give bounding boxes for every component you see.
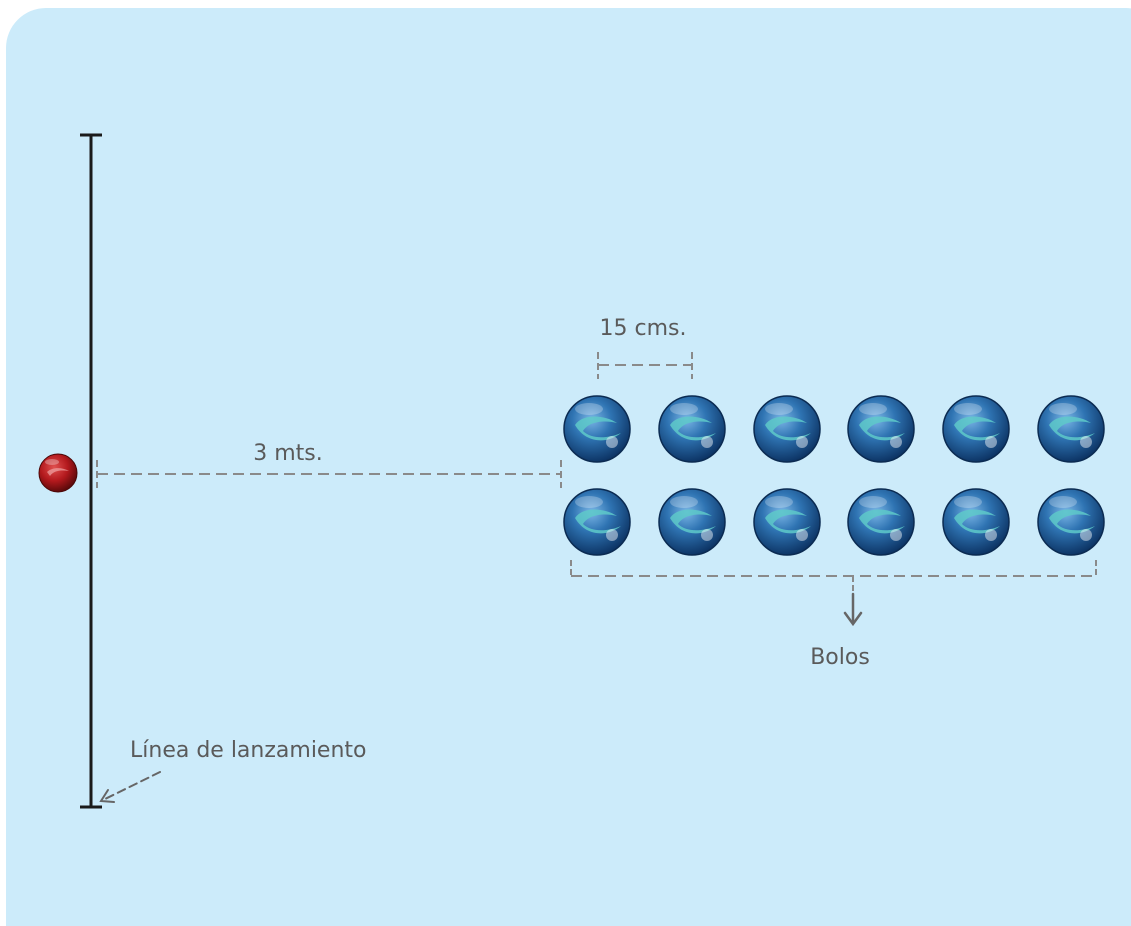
- blue-marble-icon: [753, 488, 821, 556]
- pins-bracket: [570, 560, 1097, 594]
- blue-marble-icon: [563, 395, 631, 463]
- distance-label: 3 mts.: [253, 441, 323, 466]
- blue-marble-icon: [1037, 395, 1105, 463]
- red-marble-icon: [38, 453, 78, 493]
- launch-line-label: Línea de lanzamiento: [130, 738, 367, 763]
- launch-line: [80, 133, 102, 809]
- blue-marble-icon: [942, 488, 1010, 556]
- blue-marble-icon: [658, 395, 726, 463]
- spacing-label: 15 cms.: [600, 316, 687, 341]
- blue-marble-icon: [942, 395, 1010, 463]
- blue-marble-icon: [563, 488, 631, 556]
- blue-marble-icon: [1037, 488, 1105, 556]
- spacing-dimension: [597, 352, 693, 379]
- arrow-down-icon: [843, 592, 863, 627]
- blue-marble-icon: [847, 488, 915, 556]
- distance-dimension: [96, 460, 562, 488]
- arrow-pointer-icon: [99, 771, 161, 803]
- blue-marble-icon: [658, 488, 726, 556]
- pins-label: Bolos: [810, 645, 870, 670]
- blue-marble-icon: [847, 395, 915, 463]
- diagram-background: [6, 8, 1131, 926]
- blue-marble-icon: [753, 395, 821, 463]
